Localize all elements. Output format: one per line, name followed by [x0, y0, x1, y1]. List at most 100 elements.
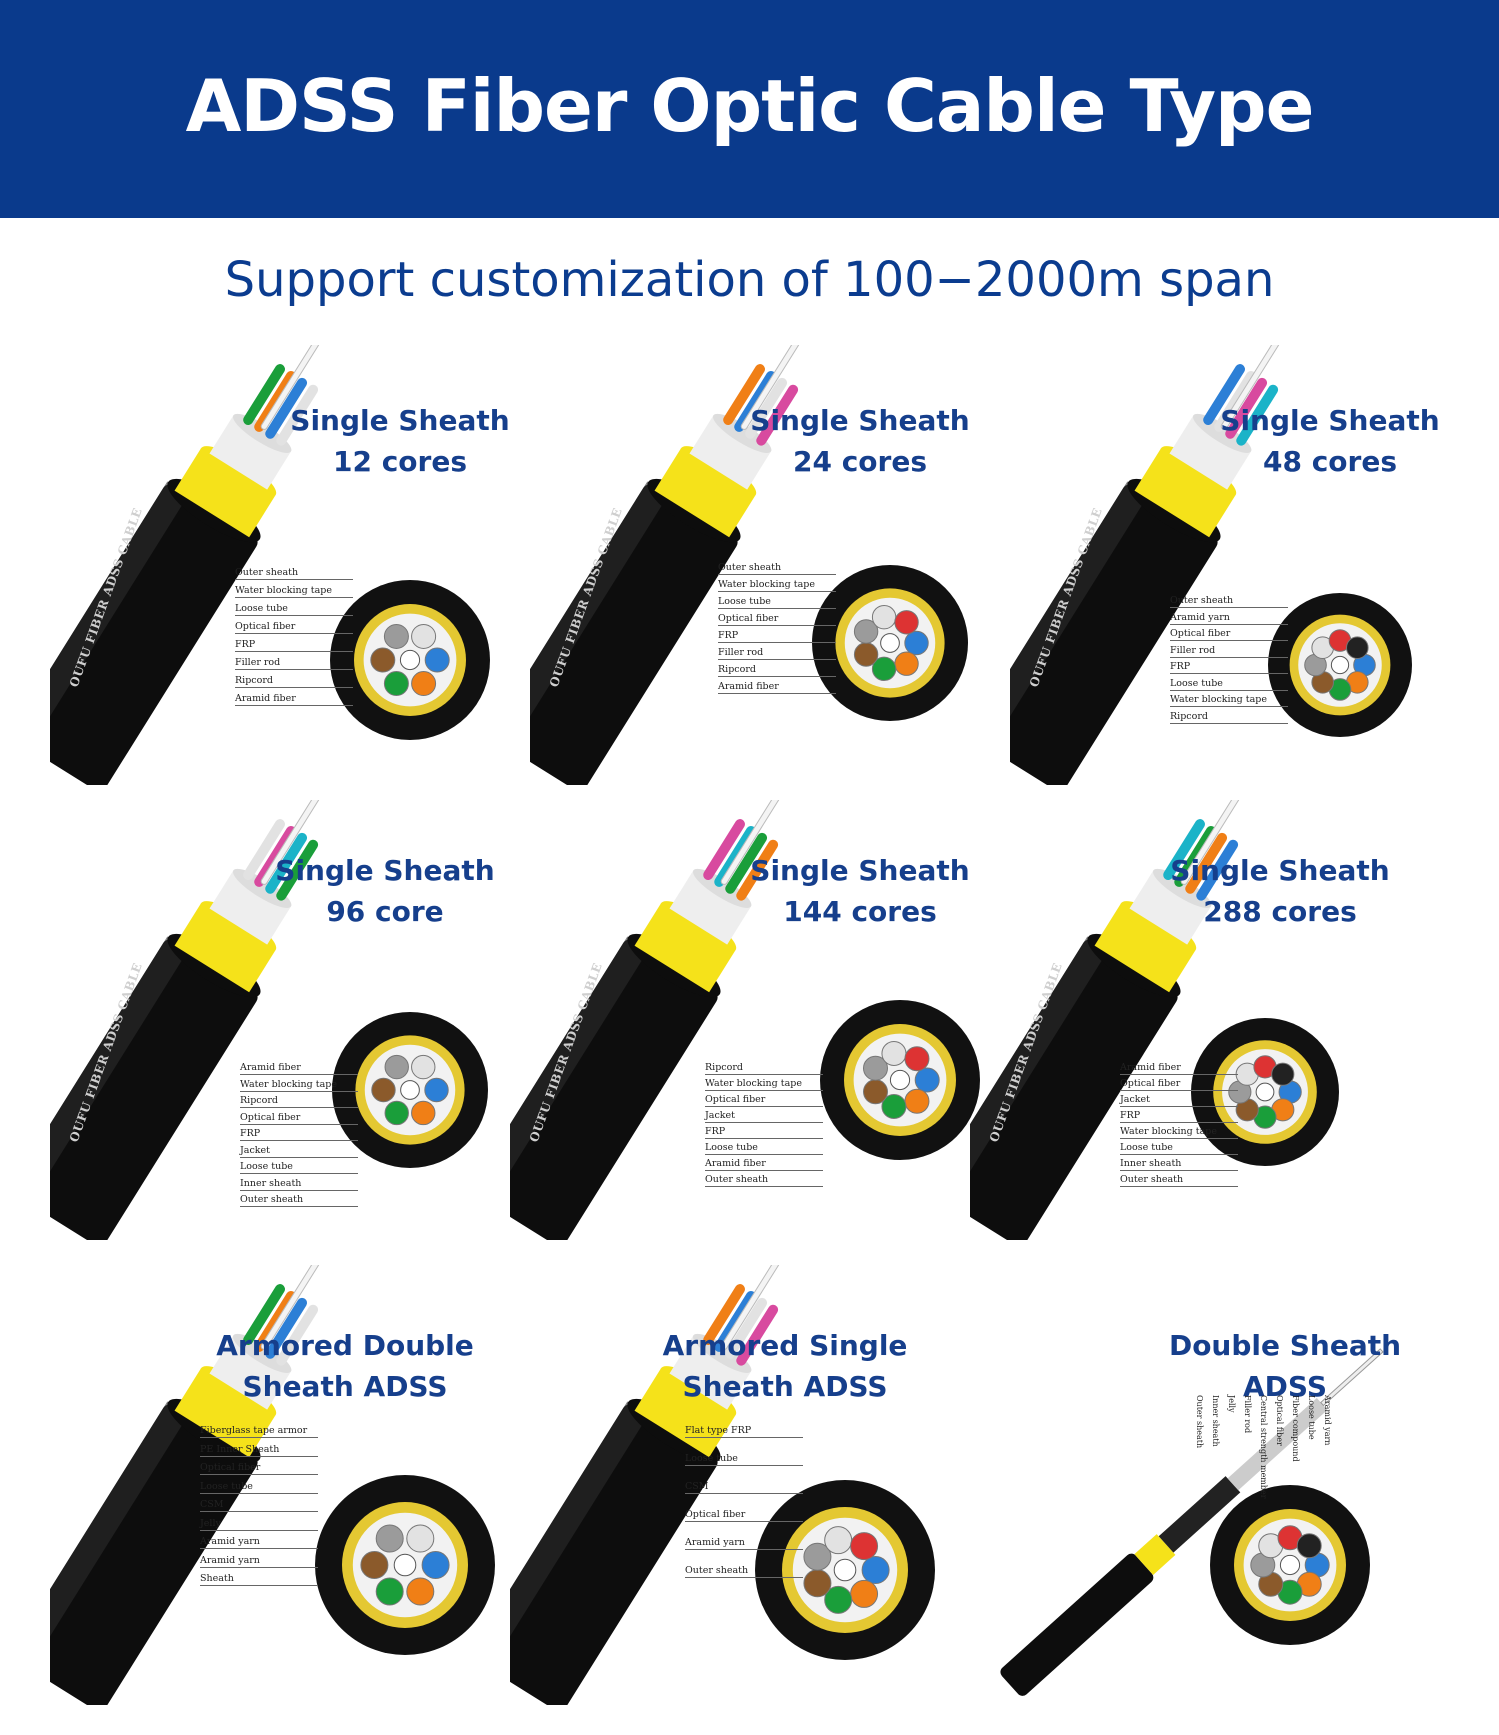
- component-label: Ripcord: [240, 1095, 358, 1108]
- component-label: Jelly: [1227, 1395, 1236, 1413]
- component-label: Optical fiber: [1120, 1078, 1238, 1091]
- page-subtitle: Support customization of 100−2000m span: [224, 252, 1275, 308]
- component-label: Filler rod: [1170, 645, 1288, 658]
- component-label: PE Inner Sheath: [200, 1444, 318, 1457]
- component-label: Central strength member: [1259, 1395, 1268, 1499]
- component-label: Loose tube: [718, 596, 836, 609]
- component-label: Water blocking tape: [718, 579, 836, 592]
- component-label: Aramid yarn: [200, 1536, 318, 1549]
- component-label: Inner sheath: [1211, 1395, 1220, 1447]
- component-label: Ripcord: [718, 664, 836, 677]
- header-banner: ADSS Fiber Optic Cable Type: [0, 0, 1499, 218]
- component-label: Optical fiber: [705, 1094, 823, 1107]
- title-line-1: Single Sheath: [275, 854, 495, 887]
- component-label: Filler rod: [1243, 1395, 1252, 1434]
- component-label: Outer sheath: [1120, 1174, 1238, 1187]
- component-label: Optical fiber: [685, 1509, 803, 1522]
- component-label: CSM: [200, 1499, 318, 1512]
- component-label: Loose tube: [1120, 1142, 1238, 1155]
- title-line-2: 144 cores: [783, 895, 937, 928]
- component-label: Ripcord: [1170, 711, 1288, 724]
- component-label: Aramid fiber: [240, 1062, 358, 1075]
- component-label: Aramid yarn: [1170, 612, 1288, 625]
- component-label: Loose tube: [1170, 678, 1288, 691]
- title-line-2: Sheath ADSS: [242, 1370, 448, 1403]
- component-label: Filler rod: [718, 647, 836, 660]
- title-line-2: 48 cores: [1262, 445, 1397, 478]
- component-label: Optical fiber: [718, 613, 836, 626]
- cable-illustration-4: [50, 800, 488, 1240]
- component-label: Filler rod: [235, 657, 353, 670]
- component-label: Flat type FRP: [685, 1425, 803, 1438]
- component-label: Aramid fiber: [705, 1158, 823, 1171]
- component-label: Outer sheath: [685, 1565, 803, 1578]
- component-label: Aramid fiber: [235, 693, 353, 706]
- component-label: Loose tube: [705, 1142, 823, 1155]
- component-label: Inner sheath: [240, 1178, 358, 1191]
- title-line-1: Single Sheath: [1220, 404, 1440, 437]
- component-label: Optical fiber: [235, 621, 353, 634]
- title-line-1: Single Sheath: [750, 854, 970, 887]
- title-line-2: ADSS: [1243, 1370, 1327, 1403]
- cable-type-title: Single Sheath 144 cores: [730, 850, 990, 932]
- component-label: Sheath: [200, 1573, 318, 1586]
- component-label: FRP: [235, 639, 353, 652]
- cable-illustration-1: [50, 345, 490, 785]
- component-label: Loose tube: [240, 1161, 358, 1174]
- component-label: Ripcord: [705, 1062, 823, 1075]
- component-label: Fiber compound: [1291, 1395, 1300, 1462]
- component-label: Loose tube: [235, 603, 353, 616]
- cable-illustration-6: [970, 800, 1339, 1240]
- cable-illustration-7: [50, 1265, 495, 1705]
- component-label: Optical fiber: [240, 1112, 358, 1125]
- component-label: Inner sheath: [1120, 1158, 1238, 1171]
- component-label: Aramid fiber: [718, 681, 836, 694]
- title-line-1: Single Sheath: [290, 404, 510, 437]
- component-label: Jacket: [240, 1145, 358, 1158]
- component-label: Jacket: [705, 1110, 823, 1123]
- component-label: Outer sheath: [718, 562, 836, 575]
- component-label: FRP: [705, 1126, 823, 1139]
- cable-type-title: Single Sheath 24 cores: [730, 400, 990, 482]
- title-line-2: 12 cores: [332, 445, 467, 478]
- component-label: Water blocking tape: [1170, 694, 1288, 707]
- cable-type-title: Single Sheath 12 cores: [270, 400, 530, 482]
- cable-type-title: Single Sheath 48 cores: [1200, 400, 1460, 482]
- component-label: Optical fiber: [1275, 1395, 1284, 1446]
- cable-illustration-9: [1000, 1348, 1384, 1696]
- title-line-1: Double Sheath: [1168, 1329, 1402, 1362]
- component-label: FRP: [1170, 661, 1288, 674]
- title-line-1: Armored Single: [662, 1329, 908, 1362]
- component-label: Ripcord: [235, 675, 353, 688]
- component-label: CSM: [685, 1481, 803, 1494]
- page-title: ADSS Fiber Optic Cable Type: [185, 64, 1315, 148]
- component-label: FRP: [718, 630, 836, 643]
- title-line-2: Sheath ADSS: [682, 1370, 888, 1403]
- title-line-2: 24 cores: [792, 445, 927, 478]
- component-label: Outer sheath: [235, 567, 353, 580]
- component-label: Aramid yarn: [200, 1555, 318, 1568]
- title-line-1: Single Sheath: [750, 404, 970, 437]
- component-label: Water blocking tape: [240, 1079, 358, 1092]
- component-label: Loose tube: [1307, 1395, 1316, 1440]
- cable-illustration-3: [1010, 345, 1412, 785]
- component-label: Loose tube: [685, 1453, 803, 1466]
- title-line-1: Single Sheath: [1170, 854, 1390, 887]
- cable-illustration-2: [530, 345, 968, 785]
- component-label: Aramid yarn: [685, 1537, 803, 1550]
- component-label: Jelly: [200, 1518, 318, 1531]
- component-label: Water blocking tape: [235, 585, 353, 598]
